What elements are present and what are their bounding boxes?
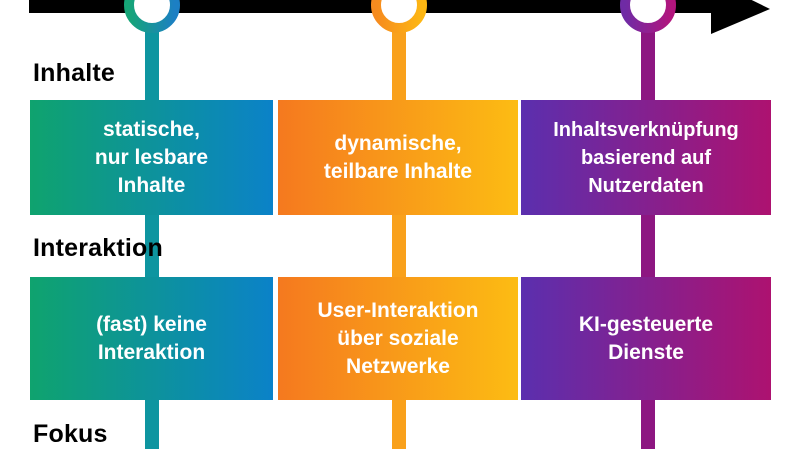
timeline-arrow (29, 0, 770, 34)
milestone-ring-1-icon (124, 0, 180, 33)
cell-inhalte-col2: dynamische, teilbare Inhalte (278, 100, 518, 215)
cell-interaktion-col2: User-Interaktion über soziale Netzwerke (278, 277, 518, 400)
cell-inhalte-col1: statische, nur lesbare Inhalte (30, 100, 273, 215)
row-label-fokus: Fokus (33, 420, 108, 448)
cell-text: Inhaltsverknüpfung basierend auf Nutzerd… (553, 118, 739, 197)
cell-interaktion-col1: (fast) keine Interaktion (30, 277, 273, 400)
cell-text: (fast) keine Interaktion (96, 312, 207, 364)
cell-text: User-Interaktion über soziale Netzwerke (317, 298, 479, 378)
milestone-ring-3-icon (620, 0, 676, 33)
row-label-inhalte: Inhalte (33, 59, 115, 87)
cell-inhalte-col3: Inhaltsverknüpfung basierend auf Nutzerd… (521, 100, 771, 215)
row-label-interaktion: Interaktion (33, 234, 163, 262)
cell-text: KI-gesteuerte Dienste (578, 312, 714, 364)
cell-text: dynamische, teilbare Inhalte (323, 131, 473, 183)
cell-text: statische, nur lesbare Inhalte (94, 117, 209, 197)
cell-interaktion-col3: KI-gesteuerte Dienste (521, 277, 771, 400)
milestone-ring-2-icon (371, 0, 427, 33)
arrowhead-icon (711, 0, 770, 34)
